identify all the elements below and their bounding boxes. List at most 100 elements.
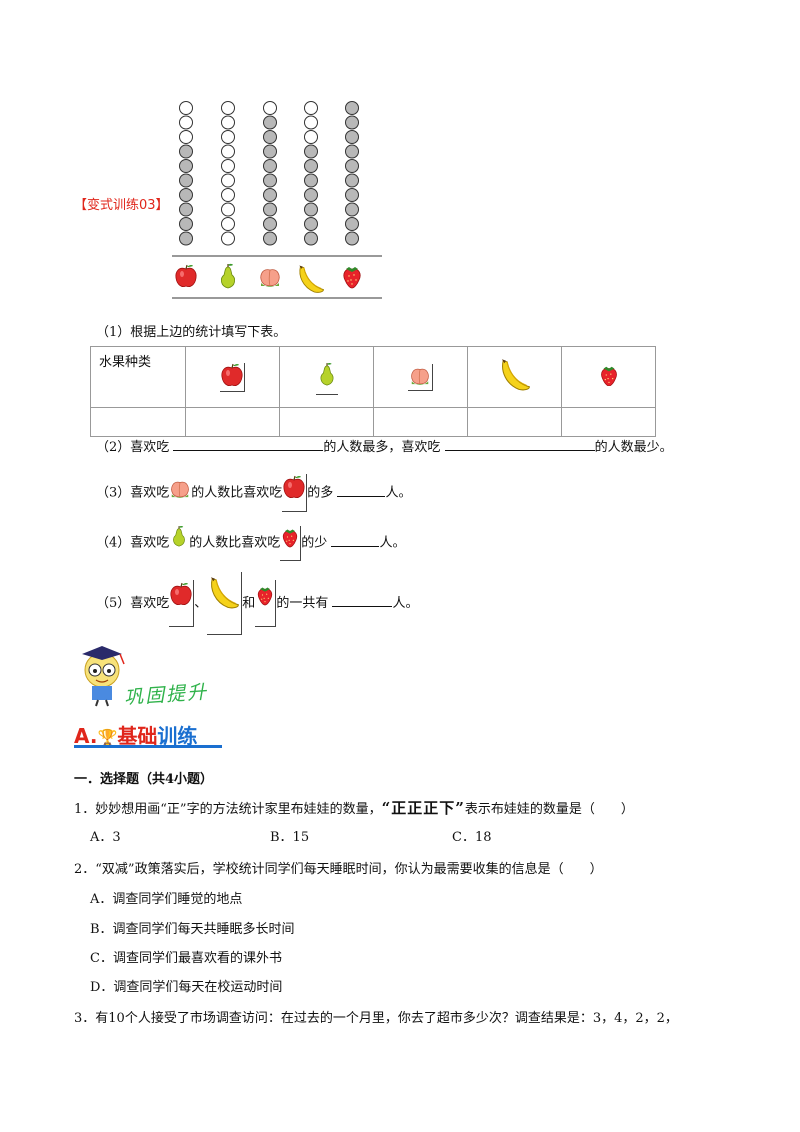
bead-pear-0 [221, 101, 235, 115]
pear-icon [315, 360, 338, 395]
bead-banana-2 [304, 130, 318, 144]
part-1-title: 一．选择题（共4小题） [74, 772, 214, 787]
section-a-letter: A. [74, 724, 98, 748]
table-peach-cell [373, 346, 468, 408]
question-1-text: （1）根据上边的统计填写下表。 [96, 325, 287, 340]
q2-option-d[interactable]: D．调查同学们每天在校运动时间 [90, 980, 283, 995]
bead-strawberry-6 [345, 188, 359, 202]
q3-blank[interactable] [337, 482, 386, 497]
bead-peach-0 [263, 101, 277, 115]
q2-option-c[interactable]: C．调查同学们最喜欢看的课外书 [90, 951, 282, 966]
pear-icon [220, 263, 236, 289]
peach-icon [260, 269, 280, 288]
peach-icon [169, 477, 191, 510]
strawberry-icon [598, 366, 620, 390]
q5-prefix: （5）喜欢吃 [96, 596, 170, 611]
bead-peach-9 [263, 231, 277, 246]
fruit-count-table: 水果种类 [90, 346, 656, 437]
table-answer-label-cell [90, 407, 186, 437]
mascot-banner [82, 646, 125, 707]
q3-prefix: （3）喜欢吃 [96, 485, 170, 501]
bead-pear-4 [221, 159, 235, 173]
q2-blank-least[interactable] [444, 436, 595, 451]
bead-peach-7 [263, 202, 277, 217]
bead-strawberry-1 [345, 115, 359, 130]
q2-blank-most[interactable] [173, 436, 324, 451]
table-header-fruit-type: 水果种类 [90, 346, 186, 408]
q4-suffix: 的少 [301, 535, 328, 551]
table-answer-peach[interactable] [373, 407, 468, 437]
q2-option-a[interactable]: A．调查同学们睡觉的地点 [90, 892, 243, 907]
bead-peach-4 [263, 159, 277, 173]
bead-banana-6 [304, 188, 318, 202]
apple-icon [220, 362, 245, 392]
bead-strawberry-7 [345, 202, 359, 217]
bead-peach-5 [263, 173, 277, 188]
bead-pear-5 [221, 173, 235, 188]
table-answer-apple[interactable] [185, 407, 280, 437]
section-a-title2: 训练 [157, 724, 198, 748]
q1-option-c[interactable]: C．18 [452, 830, 492, 845]
q1-text-after: 表示布娃娃的数量是（ ） [464, 802, 634, 817]
bead-banana-7 [304, 202, 318, 217]
bead-strawberry-8 [345, 217, 359, 231]
q4-blank[interactable] [331, 532, 380, 547]
bead-apple-5 [179, 173, 193, 188]
q2-middle: 的人数最多，喜欢吃 [323, 440, 441, 455]
bead-apple-2 [179, 130, 193, 144]
q4-prefix: （4）喜欢吃 [96, 535, 170, 551]
q1-option-a[interactable]: A．3 [90, 830, 121, 845]
bead-peach-8 [263, 217, 277, 231]
q3-unit: 人。 [385, 485, 412, 501]
banana-icon [207, 572, 243, 635]
q5-sep1: 、 [194, 596, 208, 611]
table-answer-pear[interactable] [279, 407, 374, 437]
q3-text: 有10个人接受了市场调查访问：在过去的一个月里，你去了超市多少次？调查结果是：3… [95, 1011, 678, 1026]
table-pear-cell [279, 346, 374, 408]
bead-apple-6 [179, 188, 193, 202]
q4-unit: 人。 [379, 535, 406, 551]
bead-apple-3 [179, 144, 193, 159]
q1-number: 1． [74, 802, 96, 817]
tally-marks: “正正正下” [381, 799, 465, 817]
bead-apple-7 [179, 202, 193, 217]
mc-question-3: 3．有10个人接受了市场调查访问：在过去的一个月里，你去了超市多少次？调查结果是… [74, 1007, 678, 1026]
q1-text-before: 妙妙想用画“正”字的方法统计家里布娃娃的数量， [95, 802, 382, 817]
bead-peach-3 [263, 144, 277, 159]
strawberry-icon [255, 580, 277, 627]
q3-number: 3． [74, 1011, 96, 1026]
bead-strawberry-4 [345, 159, 359, 173]
bead-banana-0 [304, 101, 318, 115]
table-answer-banana[interactable] [467, 407, 562, 437]
bead-pear-6 [221, 188, 235, 202]
table-answer-strawberry[interactable] [561, 407, 656, 437]
bead-apple-4 [179, 159, 193, 173]
bead-strawberry-2 [345, 130, 359, 144]
bead-banana-3 [304, 144, 318, 159]
section-a-heading: A.🏆基础训练 [74, 720, 197, 749]
variant-training-label: 【变式训练03】 [74, 198, 169, 213]
bead-pear-2 [221, 130, 235, 144]
bead-pear-9 [221, 231, 235, 246]
banana-icon [498, 358, 532, 401]
bead-banana-1 [304, 115, 318, 130]
bead-pear-8 [221, 217, 235, 231]
question-3: （3）喜欢吃的人数比喜欢吃的多 人。 [96, 474, 411, 512]
q5-blank[interactable] [332, 592, 393, 607]
bead-apple-8 [179, 217, 193, 231]
section-a-underline [74, 745, 222, 748]
bead-pear-3 [221, 144, 235, 159]
q4-middle: 的人数比喜欢吃 [189, 535, 281, 551]
mc-question-2: 2．“双减”政策落实后，学校统计同学们每天睡眠时间，你认为最需要收集的信息是（ … [74, 858, 603, 877]
bead-banana-8 [304, 217, 318, 231]
bead-pear-7 [221, 202, 235, 217]
q2-option-b[interactable]: B．调查同学们每天共睡眠多长时间 [90, 922, 295, 937]
bead-peach-6 [263, 188, 277, 202]
strawberry-icon [343, 266, 361, 289]
apple-icon [282, 474, 308, 512]
apple-icon [169, 580, 195, 627]
q1-option-b[interactable]: B．15 [270, 830, 310, 845]
strawberry-icon [280, 525, 302, 561]
bead-banana-5 [304, 173, 318, 188]
mascot-icon [82, 646, 125, 707]
